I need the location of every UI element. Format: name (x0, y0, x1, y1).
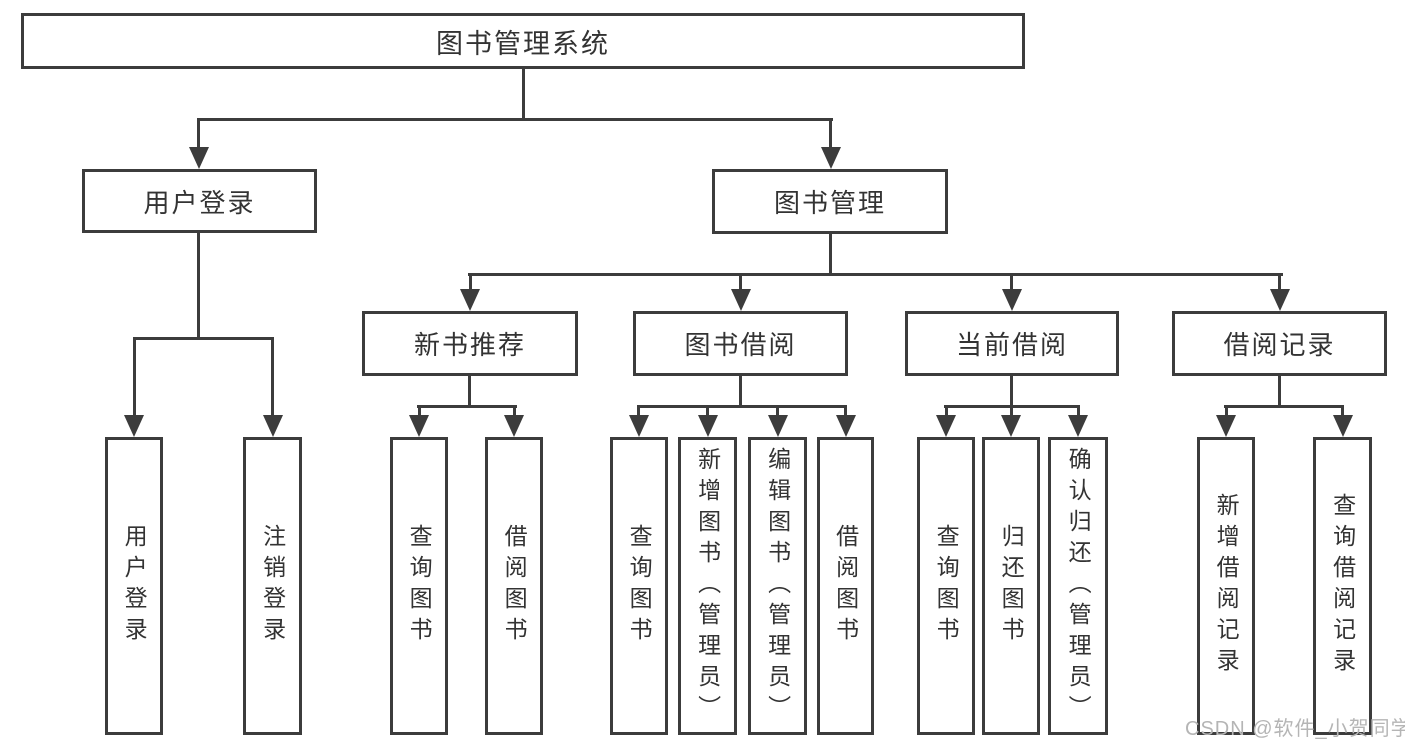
node-label: 新增图书（管理员） (694, 446, 721, 726)
connector-line (418, 408, 421, 418)
node-label: 新书推荐 (413, 330, 526, 360)
arrowhead-down (263, 415, 283, 437)
node-label: 归还图书 (998, 524, 1025, 648)
connector-line (739, 376, 742, 408)
node-label: 用户登录 (121, 524, 148, 648)
csdn-watermark: CSDN @软件_小贺同学 (1185, 718, 1405, 740)
node-label: 查询图书 (933, 524, 960, 648)
node-label: 新增借阅记录 (1213, 493, 1240, 679)
connector-line (844, 408, 847, 418)
arrowhead-down (1068, 415, 1088, 437)
node-leaf-borrow-books: 借阅图书 (817, 437, 874, 735)
connector-line (469, 276, 472, 292)
node-leaf-add-borrow-record: 新增借阅记录 (1197, 437, 1255, 735)
connector-line (271, 340, 274, 420)
connector-line (637, 408, 640, 418)
node-label: 用户登录 (143, 187, 256, 218)
node-label: 确认归还（管理员） (1065, 446, 1092, 726)
arrowhead-down (1002, 289, 1022, 311)
connector-line (829, 233, 832, 276)
arrowhead-down (629, 415, 649, 437)
arrowhead-down (189, 147, 209, 169)
connector-line (513, 408, 516, 418)
node-leaf-return-books: 归还图书 (982, 437, 1040, 735)
node-borrowing-records: 借阅记录 (1172, 311, 1387, 376)
arrowhead-down (731, 289, 751, 311)
connector-line (1010, 376, 1013, 408)
node-library-management-system: 图书管理系统 (21, 13, 1025, 69)
node-leaf-confirm-return-admin: 确认归还（管理员） (1048, 437, 1108, 735)
connector-line (1278, 276, 1281, 292)
connector-line (706, 408, 709, 418)
node-leaf-query-books-recommend: 查询图书 (390, 437, 448, 735)
connector-line (1077, 408, 1080, 418)
node-user-login: 用户登录 (82, 169, 317, 233)
connector-line (1341, 408, 1344, 418)
arrowhead-down (768, 415, 788, 437)
connector-line (739, 276, 742, 292)
arrowhead-down (936, 415, 956, 437)
arrowhead-down (504, 415, 524, 437)
connector-line (944, 405, 1080, 408)
connector-line (197, 232, 200, 340)
node-label: 图书管理 (773, 188, 886, 218)
connector-line (945, 408, 948, 418)
node-leaf-query-books-borrowing: 查询图书 (610, 437, 668, 735)
connector-line (522, 69, 525, 121)
arrowhead-down (1333, 415, 1353, 437)
connector-line (197, 118, 833, 121)
arrowhead-down (1001, 415, 1021, 437)
connector-line (468, 376, 471, 408)
node-label: 注销登录 (259, 524, 286, 648)
connector-line (637, 405, 847, 408)
connector-line (829, 121, 832, 149)
arrowhead-down (460, 289, 480, 311)
node-label: 借阅图书 (501, 524, 528, 648)
node-leaf-add-books-admin: 新增图书（管理员） (678, 437, 737, 735)
arrowhead-down (1216, 415, 1236, 437)
connector-line (468, 273, 1283, 276)
connector-line (133, 340, 136, 420)
node-leaf-edit-books-admin: 编辑图书（管理员） (748, 437, 807, 735)
node-leaf-user-login: 用户登录 (105, 437, 163, 735)
connector-line (1278, 376, 1281, 408)
connector-line (1010, 408, 1013, 418)
node-label: 图书借阅 (684, 330, 797, 360)
connector-line (133, 337, 274, 340)
connector-line (1225, 408, 1228, 418)
arrowhead-down (698, 415, 718, 437)
node-leaf-logout: 注销登录 (243, 437, 302, 735)
node-label: 编辑图书（管理员） (764, 446, 791, 726)
arrowhead-down (836, 415, 856, 437)
connector-line (1010, 276, 1013, 292)
node-new-book-recommend: 新书推荐 (362, 311, 578, 376)
node-label: 图书管理系统 (436, 28, 610, 59)
node-label: 借阅图书 (832, 524, 859, 648)
connector-line (1224, 405, 1344, 408)
connector-line (417, 405, 517, 408)
node-label: 查询借阅记录 (1329, 493, 1356, 679)
node-current-borrowing: 当前借阅 (905, 311, 1119, 376)
node-label: 查询图书 (406, 524, 433, 648)
arrowhead-down (409, 415, 429, 437)
node-label: 当前借阅 (955, 330, 1068, 360)
node-label: 查询图书 (626, 524, 653, 648)
connector-line (776, 408, 779, 418)
connector-line (197, 121, 200, 149)
arrowhead-down (1270, 289, 1290, 311)
node-label: 借阅记录 (1223, 330, 1336, 360)
node-leaf-query-borrow-record: 查询借阅记录 (1313, 437, 1372, 735)
arrowhead-down (124, 415, 144, 437)
node-book-borrowing: 图书借阅 (633, 311, 848, 376)
arrowhead-down (821, 147, 841, 169)
node-leaf-borrow-books-recommend: 借阅图书 (485, 437, 543, 735)
node-leaf-query-books-current: 查询图书 (917, 437, 975, 735)
node-book-management: 图书管理 (712, 169, 948, 234)
